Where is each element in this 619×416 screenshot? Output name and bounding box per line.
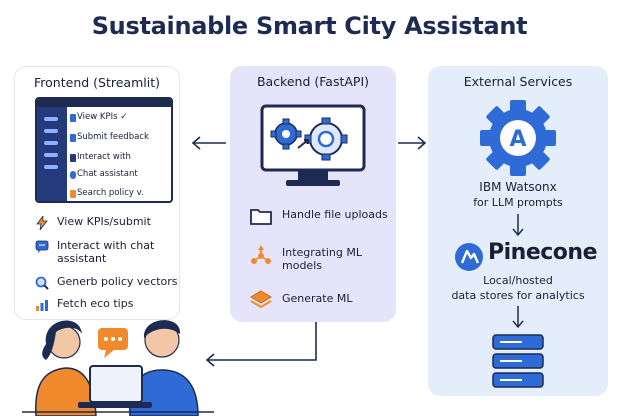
chat-small-icon [70,171,76,179]
mock-row-interact: Interact with [77,152,131,162]
external-title: External Services [463,74,573,89]
pinecone-name: Pinecone [488,240,598,265]
store-line-1: Local/hosted [483,274,553,287]
backend-title: Backend (FastAPI) [256,74,370,89]
search-small-icon [70,190,76,198]
arrow-down-icon [512,306,524,329]
search-icon [35,276,49,290]
external-services-panel: External Services A IBM Watsonx for LLM … [428,66,608,396]
chat-icon [35,240,49,253]
folder-icon [250,209,272,225]
database-server-icon [492,334,544,388]
store-line-2: data stores for analytics [451,289,585,302]
mock-row-search: Search policy v. [77,188,144,198]
window-title-bar [37,99,171,107]
kpi-icon [70,114,76,122]
frontend-item-label: Interact with chat assistant [57,239,155,265]
lightning-icon [36,216,48,230]
backend-item-label: Generate ML [282,292,353,305]
frontend-item-label: Fetch eco tips [57,297,134,310]
watsonx-description: for LLM prompts [473,196,563,209]
bar-chart-icon [36,300,48,311]
frontend-item-label: View KPIs/submit [57,215,151,228]
backend-item-label: Integrating ML models [282,246,362,272]
arrow-down-icon [512,214,524,237]
watsonx-gear-logo: A [480,100,556,176]
mock-row-chat: Chat assistant [77,169,138,179]
streamlit-window-mock: View KPIs ✓ Submit feedback Interact wit… [35,97,173,203]
svg-text:A: A [509,127,526,152]
backend-panel: Backend (FastAPI) Handle file uploads [230,66,396,322]
people-with-laptop-illustration [22,320,214,416]
arrow-backend-to-users [208,322,317,361]
mock-row-feedback: Submit feedback [77,132,149,142]
monitor-gears-icon [260,104,366,186]
pinecone-logo-icon [455,243,483,271]
document-icon [70,154,76,162]
frontend-title: Frontend (Streamlit) [34,75,160,90]
network-icon [251,245,271,264]
backend-item-label: Handle file uploads [282,208,388,221]
window-sidebar [37,107,67,201]
page-title: Sustainable Smart City Assistant [91,12,528,40]
feedback-icon [70,134,76,142]
layers-icon [250,290,272,309]
mock-row-kpis: View KPIs ✓ [77,112,128,122]
watsonx-name: IBM Watsonx [479,180,557,194]
frontend-item-label: Generb policy vectors [57,275,178,288]
frontend-panel: Frontend (Streamlit) View KPIs ✓ Submit … [14,66,180,320]
